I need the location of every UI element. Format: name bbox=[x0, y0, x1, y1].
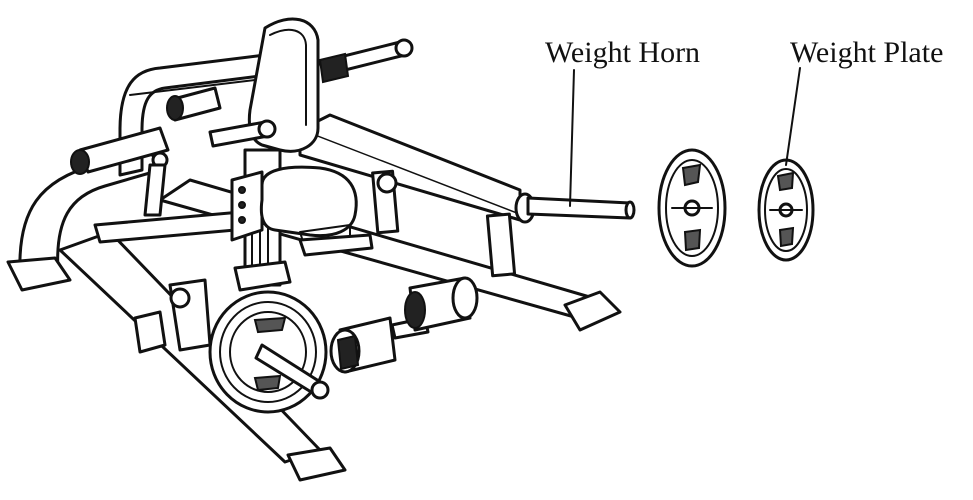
plate-large bbox=[657, 148, 727, 268]
bottom-foot bbox=[286, 446, 347, 482]
weight-horn-leader bbox=[569, 69, 575, 207]
seat-pad bbox=[259, 165, 358, 238]
weight-plate-label: Weight Plate bbox=[790, 36, 944, 69]
weight-horn-label: Weight Horn bbox=[545, 36, 701, 69]
leg-rollers bbox=[329, 276, 479, 374]
lever-arm bbox=[298, 113, 536, 278]
upper-handles bbox=[70, 38, 414, 217]
left-foot bbox=[6, 256, 72, 292]
front-plate-assembly bbox=[133, 278, 330, 414]
weight-horn bbox=[526, 196, 636, 220]
right-foot bbox=[563, 290, 622, 332]
plate-small bbox=[757, 158, 815, 262]
seat-assembly bbox=[230, 17, 374, 292]
weight-plate-leader bbox=[785, 67, 801, 166]
